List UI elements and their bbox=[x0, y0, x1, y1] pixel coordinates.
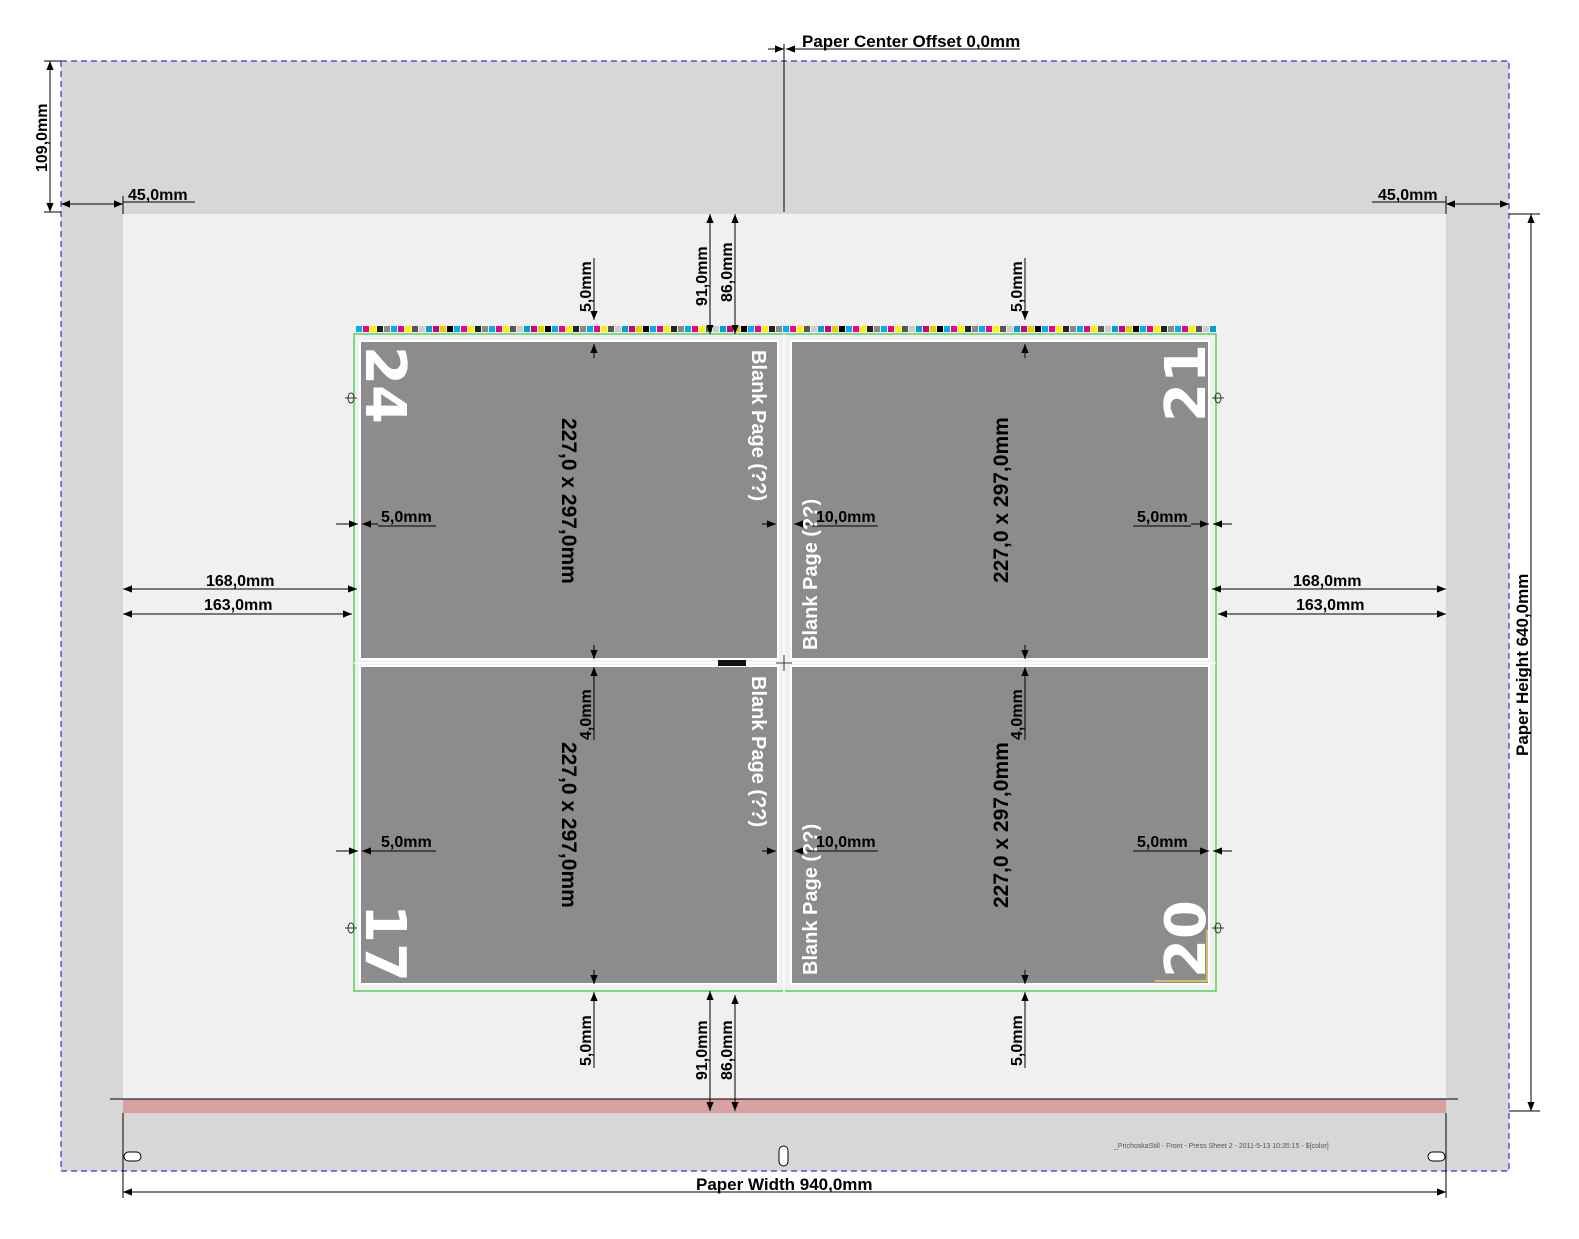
right-168-label: 168,0mm bbox=[1293, 573, 1362, 590]
page-size-24: 227,0 x 297,0mm bbox=[557, 418, 580, 584]
gap-label-17-left: 5,0mm bbox=[381, 834, 432, 851]
paper-center-offset-label: Paper Center Offset 0,0mm bbox=[802, 32, 1020, 51]
gap-label-21-left: 10,0mm bbox=[816, 509, 876, 526]
right-margin-label: 45,0mm bbox=[1378, 187, 1438, 204]
registration-marks bbox=[345, 392, 1224, 934]
paper-dashed-border bbox=[60, 60, 1510, 1172]
left-168-label: 168,0mm bbox=[206, 573, 275, 590]
gap-86-top-label: 86,0mm bbox=[719, 242, 736, 302]
color-control-strip bbox=[356, 326, 1216, 332]
bottom-5-right-label: 5,0mm bbox=[1009, 1015, 1026, 1066]
left-163-label: 163,0mm bbox=[204, 597, 273, 614]
gap-label-20-right: 5,0mm bbox=[1137, 834, 1188, 851]
left-margin-label: 45,0mm bbox=[128, 187, 188, 204]
blank-page-label-17: Blank Page (??) bbox=[747, 676, 769, 827]
page-size-20: 227,0 x 297,0mm bbox=[990, 742, 1013, 908]
page-number-20: 20 bbox=[1154, 900, 1219, 978]
gap-label-21-right: 5,0mm bbox=[1137, 509, 1188, 526]
page-17 bbox=[359, 665, 779, 985]
paper-width-label: Paper Width 940,0mm bbox=[696, 1175, 873, 1194]
gap-91-bottom-label: 91,0mm bbox=[694, 1020, 711, 1080]
page-size-17: 227,0 x 297,0mm bbox=[557, 742, 580, 908]
page-21 bbox=[790, 340, 1210, 660]
page-size-21: 227,0 x 297,0mm bbox=[990, 417, 1013, 583]
paper-height-label: Paper Height 640,0mm bbox=[1513, 574, 1532, 756]
page-number-24: 24 bbox=[352, 346, 417, 424]
page-number-17: 17 bbox=[352, 904, 417, 982]
blank-page-label-20: Blank Page (??) bbox=[800, 824, 822, 975]
gap-91-top-label: 91,0mm bbox=[694, 246, 711, 306]
mid-4-right-label: 4,0mm bbox=[1009, 689, 1026, 740]
punch-holes bbox=[123, 1145, 1446, 1167]
gripper-bar bbox=[123, 1099, 1446, 1113]
blank-page-label-24: Blank Page (??) bbox=[747, 350, 769, 501]
top-5-left-label: 5,0mm bbox=[578, 261, 595, 312]
page-20 bbox=[790, 665, 1210, 985]
sheet-footer-slug: _PrichoskaStill - Front - Press Sheet 2 … bbox=[1113, 1143, 1329, 1150]
right-163-label: 163,0mm bbox=[1296, 597, 1365, 614]
mid-4-left-label: 4,0mm bbox=[578, 689, 595, 740]
top-margin-label: 109,0mm bbox=[34, 104, 51, 173]
top-5-right-label: 5,0mm bbox=[1009, 261, 1026, 312]
page-24 bbox=[359, 340, 779, 660]
page-number-21: 21 bbox=[1154, 344, 1219, 422]
gap-label-24-left: 5,0mm bbox=[381, 509, 432, 526]
bottom-5-left-label: 5,0mm bbox=[578, 1015, 595, 1066]
blank-page-label-21: Blank Page (??) bbox=[800, 499, 822, 650]
gap-86-bottom-label: 86,0mm bbox=[719, 1020, 736, 1080]
gap-label-20-left: 10,0mm bbox=[816, 834, 876, 851]
